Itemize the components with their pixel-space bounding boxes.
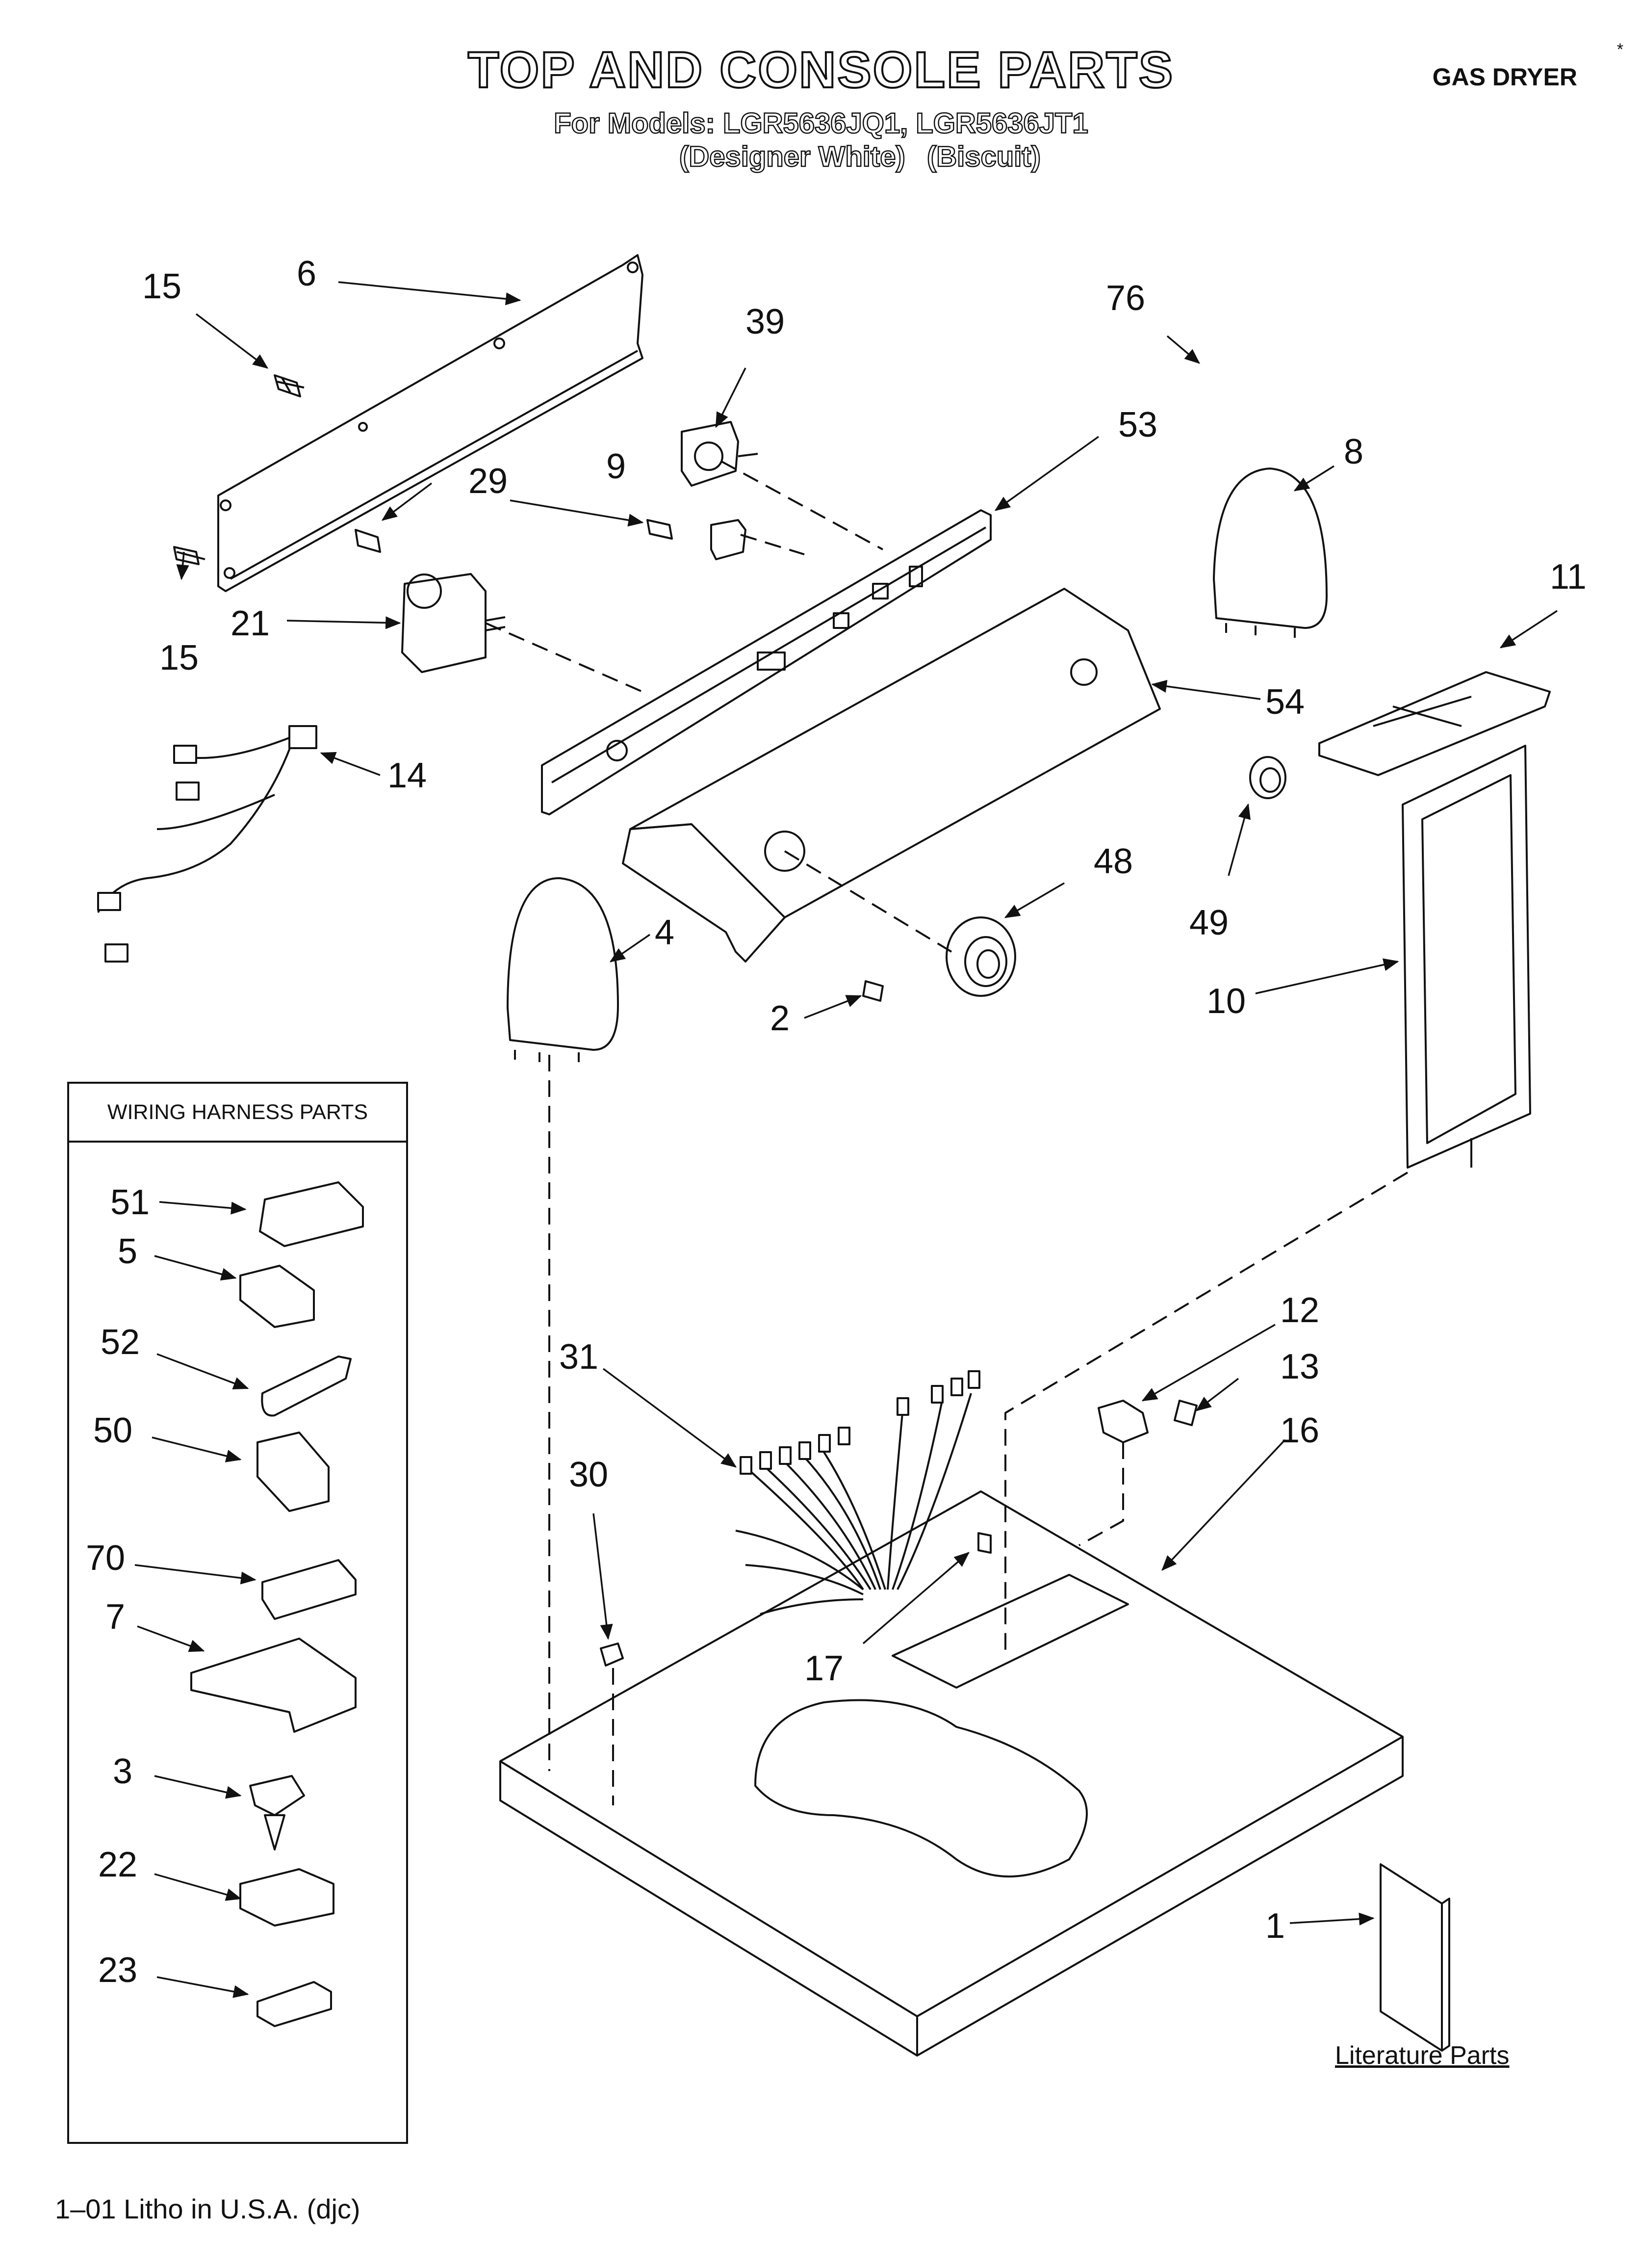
literature-parts-label: Literature Parts [1335,2041,1510,2070]
harness-callout-7: 7 [105,1597,126,1637]
screw-29-shape [355,519,673,553]
callout-16: 16 [1280,1411,1320,1450]
callout-2: 2 [770,999,790,1038]
footer-printing-note: 1–01 Litho in U.S.A. (djc) [55,2193,360,2224]
callout-13: 13 [1280,1347,1320,1386]
callout-21: 21 [231,604,270,643]
harness-callout-23: 23 [98,1951,138,1990]
end-cap-4-shape [507,877,619,1062]
switch-39-shape [681,421,758,487]
callout-15-top: 15 [142,267,182,306]
callout-39: 39 [745,302,785,341]
callout-11: 11 [1550,557,1587,597]
assembly-dash-lines [485,460,1409,1805]
screw-15-lower-shape [173,546,205,565]
callout-30: 30 [569,1455,609,1494]
harness-callout-22: 22 [98,1845,138,1884]
corner-mark: * [1616,40,1623,59]
callout-6: 6 [297,254,317,293]
harness-callout-52: 52 [101,1323,140,1362]
model-variants: (Designer White) (Biscuit) [679,140,1054,174]
callout-15-bottom: 15 [159,638,199,678]
harness-part-shapes [190,1181,364,2027]
callout-48: 48 [1094,842,1133,881]
callout-17: 17 [804,1649,844,1688]
wire-bundle-31-shape [735,1370,980,1615]
wiring-harness-parts-box: WIRING HARNESS PARTS [67,1082,408,2144]
literature-booklet-1-shape [1380,1863,1450,2052]
callout-8: 8 [1344,432,1364,471]
leader-arrows [134,281,1558,1998]
harness-callout-5: 5 [118,1232,138,1271]
harness-callout-70: 70 [86,1538,126,1578]
callout-54: 54 [1265,682,1305,722]
callout-1: 1 [1265,1906,1285,1946]
switch-9-shape [710,519,746,560]
harness-callout-50: 50 [93,1411,133,1450]
small-parts-shapes [600,980,1198,1667]
variant-designer-white: (Designer White) [679,140,906,174]
harness-callout-51: 51 [110,1183,150,1222]
page-title: TOP AND CONSOLE PARTS [467,41,1175,100]
console-back-54-shape [622,588,1161,963]
callout-9: 9 [606,447,626,486]
timer-control-21-shape [401,573,506,673]
callout-14: 14 [387,756,427,795]
callout-53: 53 [1118,405,1158,444]
screw-15-upper-shape [274,374,305,397]
harness-14-shape [97,725,317,963]
dryer-top-16-shape [499,1490,1404,2057]
rear-console-panel-shape [217,254,643,592]
callout-49: 49 [1189,903,1229,942]
console-strip-53-shape [541,509,992,815]
product-label: GAS DRYER [1432,63,1577,91]
callout-12: 12 [1280,1291,1320,1330]
callout-4: 4 [655,913,675,952]
harness-callout-3: 3 [113,1752,133,1791]
lint-housing-10-shape [1402,745,1531,1169]
lint-screen-11-shape [1318,671,1551,776]
wiring-harness-parts-title: WIRING HARNESS PARTS [69,1084,406,1143]
callout-31: 31 [559,1337,599,1377]
callout-76: 76 [1106,279,1146,318]
knob-48-shape [946,916,1016,997]
callout-10: 10 [1206,982,1246,1021]
end-cap-8-shape [1213,468,1328,638]
variant-biscuit: (Biscuit) [926,140,1042,174]
callout-29: 29 [468,462,508,501]
knob-49-shape [1249,756,1286,799]
models-line: For Models: LGR5636JQ1, LGR5636JT1 [553,107,1089,140]
